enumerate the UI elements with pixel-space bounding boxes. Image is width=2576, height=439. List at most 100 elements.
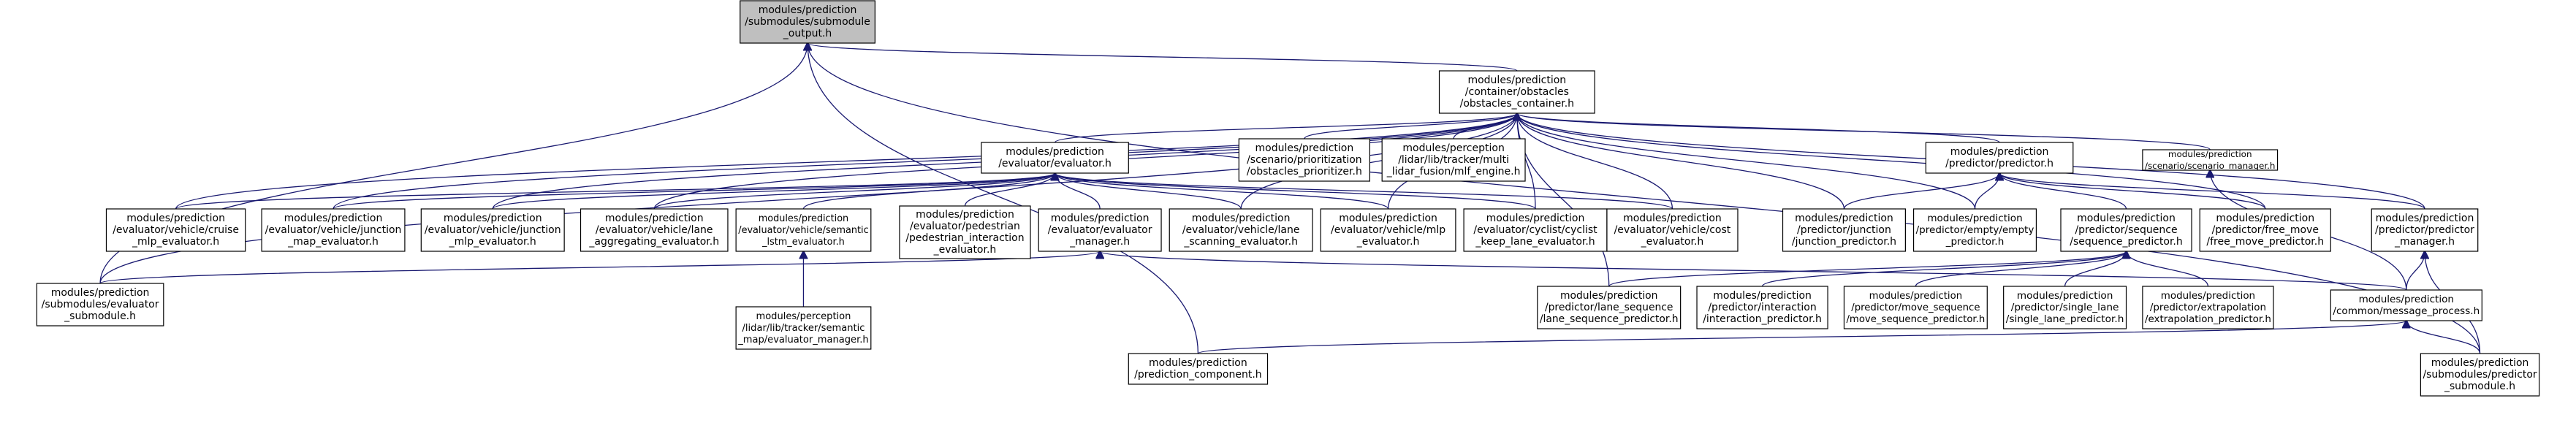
node-empty-predictor[interactable]: modules/prediction/predictor/empty/empty… — [1912, 208, 2037, 252]
node-label-line: _evaluator.h — [1641, 236, 1704, 248]
node-label-line: modules/prediction — [1051, 213, 1150, 224]
node-box — [1128, 353, 1269, 385]
node-label-line: modules/prediction — [2168, 149, 2252, 159]
edge-cruise-mlp-to-evaluator — [175, 173, 1055, 210]
node-label-line: _lidar_fusion/mlf_engine.h — [1386, 166, 1521, 177]
edge-scenario-manager-to-obstacles-container — [1517, 113, 2211, 150]
node-free-move-predictor[interactable]: modules/prediction/predictor/free_move/f… — [2199, 208, 2331, 252]
node-label-line: /predictor/junction — [1797, 224, 1891, 236]
node-label-line: modules/prediction — [1869, 291, 1963, 302]
node-label-line: _manager.h — [2394, 236, 2455, 248]
node-label-line: modules/prediction — [51, 287, 150, 299]
node-junction-map[interactable]: modules/prediction/evaluator/vehicle/jun… — [261, 208, 406, 252]
node-extrapolation-predictor[interactable]: modules/prediction/predictor/extrapolati… — [2142, 286, 2274, 329]
edge-empty-predictor-to-obstacles-container — [1517, 113, 1976, 210]
edge-semantic-lstm-to-evaluator — [802, 173, 1055, 210]
node-cost-evaluator[interactable]: modules/prediction/evaluator/vehicle/cos… — [1606, 208, 1739, 252]
edge-sequence-predictor-to-predictor — [1999, 173, 2127, 210]
node-label-line: /predictor/extrapolation — [2150, 302, 2266, 313]
node-label-line: modules/prediction — [1255, 142, 1354, 154]
edge-single-lane-predictor-to-sequence-predictor — [2064, 251, 2127, 287]
node-label-line: /predictor/free_move — [2212, 224, 2319, 236]
node-label-line: modules/prediction — [1339, 213, 1437, 224]
node-label-line: modules/prediction — [1192, 213, 1291, 224]
node-obstacles-prioritizer[interactable]: modules/prediction/scenario/prioritizati… — [1238, 138, 1371, 182]
node-label-line: /submodules/submodule — [745, 16, 870, 28]
node-evaluator-manager[interactable]: modules/prediction/evaluator/evaluator_m… — [1038, 208, 1162, 252]
node-label-line: modules/prediction — [759, 4, 857, 16]
node-box — [2142, 149, 2279, 171]
nodes: modules/prediction/submodules/submodule_… — [36, 0, 2540, 397]
node-label-line: /evaluator/vehicle/lane — [596, 224, 713, 236]
node-lane-sequence-predictor[interactable]: modules/prediction/predictor/lane_sequen… — [1537, 286, 1682, 329]
node-label-line: _map_evaluator.h — [287, 236, 379, 248]
node-prediction-component[interactable]: modules/prediction/prediction_component.… — [1128, 353, 1269, 385]
edge-junction-map-to-evaluator — [333, 173, 1055, 210]
node-label-line: _mlp_evaluator.h — [449, 236, 536, 248]
edge-free-move-predictor-to-obstacles-container — [1517, 113, 2266, 210]
node-move-sequence-predictor[interactable]: modules/prediction/predictor/move_sequen… — [1843, 286, 1988, 329]
node-label-line: _keep_lane_evaluator.h — [1475, 236, 1595, 248]
node-box — [2142, 286, 2274, 329]
node-label-line: /single_lane_predictor.h — [2006, 313, 2124, 325]
edge-junction-predictor-to-predictor — [1843, 173, 1999, 210]
node-box — [981, 142, 1129, 174]
node-message-process[interactable]: modules/prediction/common/message_proces… — [2330, 289, 2482, 321]
node-cyclist-keep-lane[interactable]: modules/prediction/evaluator/cyclist/cyc… — [1463, 208, 1608, 252]
node-semantic-lstm[interactable]: modules/prediction/evaluator/vehicle/sem… — [735, 208, 872, 252]
node-junction-predictor[interactable]: modules/prediction/predictor/junction/ju… — [1782, 208, 1906, 252]
node-sequence-predictor[interactable]: modules/prediction/predictor/sequence/se… — [2060, 208, 2192, 252]
node-box — [1537, 286, 1682, 329]
node-label-line: /evaluator/cyclist/cyclist — [1473, 224, 1597, 236]
node-label-line: modules/prediction — [126, 213, 225, 224]
node-single-lane-predictor[interactable]: modules/prediction/predictor/single_lane… — [2003, 286, 2127, 329]
node-predictor-submodule[interactable]: modules/prediction/submodules/predictor_… — [2420, 353, 2540, 397]
node-evaluator-submodule[interactable]: modules/prediction/submodules/evaluator_… — [36, 283, 164, 327]
node-lane-aggregating[interactable]: modules/prediction/evaluator/vehicle/lan… — [580, 208, 729, 252]
node-mlp-evaluator[interactable]: modules/prediction/evaluator/vehicle/mlp… — [1320, 208, 1456, 252]
edge-junction-predictor-to-obstacles-container — [1517, 113, 1845, 210]
node-box — [105, 208, 246, 252]
node-label-line: /evaluator/vehicle/cruise — [113, 224, 239, 236]
node-box — [740, 0, 875, 44]
node-junction-mlp[interactable]: modules/prediction/evaluator/vehicle/jun… — [420, 208, 565, 252]
node-obstacles-container[interactable]: modules/prediction/container/obstacles/o… — [1438, 70, 1595, 114]
edge-evaluator-to-obstacles-container — [1054, 113, 1517, 143]
node-label-line: /junction_predictor.h — [1792, 236, 1896, 248]
node-mlf-engine[interactable]: modules/perception/lidar/lib/tracker/mul… — [1381, 138, 1526, 182]
node-label-line: modules/prediction — [284, 213, 383, 224]
node-predictor-manager[interactable]: modules/prediction/predictor/predictor_m… — [2371, 208, 2479, 252]
node-submodule-output[interactable]: modules/prediction/submodules/submodule_… — [740, 0, 875, 44]
edge-predictor-manager-to-predictor — [1999, 173, 2425, 210]
node-label-line: /obstacles_container.h — [1460, 98, 1574, 110]
node-cruise-mlp[interactable]: modules/prediction/evaluator/vehicle/cru… — [105, 208, 246, 252]
node-predictor[interactable]: modules/prediction/predictor/predictor.h — [1925, 142, 2074, 174]
node-lane-scanning[interactable]: modules/prediction/evaluator/vehicle/lan… — [1169, 208, 1313, 252]
edge-predictor-to-obstacles-container — [1517, 113, 2000, 143]
node-label-line: modules/prediction — [2161, 291, 2255, 302]
node-label-line: _output.h — [783, 28, 832, 39]
node-box — [1463, 208, 1608, 252]
node-pedestrian-interaction[interactable]: modules/prediction/evaluator/pedestrian/… — [899, 205, 1031, 259]
node-label-line: /evaluator/vehicle/mlp — [1331, 224, 1445, 236]
node-semantic-map-evaluator-manager[interactable]: modules/perception/lidar/lib/tracker/sem… — [735, 306, 872, 350]
edge-free-move-predictor-to-predictor — [1999, 173, 2266, 210]
node-box — [899, 205, 1031, 259]
edge-prediction-component-to-submodule-output — [808, 43, 1199, 354]
node-interaction-predictor[interactable]: modules/prediction/predictor/interaction… — [1696, 286, 1828, 329]
node-scenario-manager[interactable]: modules/prediction/scenario/scenario_man… — [2142, 149, 2279, 171]
node-box — [1925, 142, 2074, 174]
node-label-line: modules/perception — [756, 311, 851, 322]
edge-interaction-predictor-to-sequence-predictor — [1761, 251, 2127, 287]
node-label-line: _mlp_evaluator.h — [132, 236, 219, 248]
node-label-line: /predictor/lane_sequence — [1545, 302, 1673, 313]
node-label-line: _submodule.h — [2444, 381, 2515, 392]
node-label-line: modules/prediction — [916, 209, 1014, 221]
node-box — [735, 306, 872, 350]
node-evaluator[interactable]: modules/prediction/evaluator/evaluator.h — [981, 142, 1129, 174]
node-label-line: /free_move_predictor.h — [2206, 236, 2324, 248]
node-label-line: _evaluator.h — [1356, 236, 1420, 248]
node-label-line: /lidar/lib/tracker/multi — [1398, 154, 1509, 166]
node-label-line: modules/prediction — [1927, 213, 2022, 224]
